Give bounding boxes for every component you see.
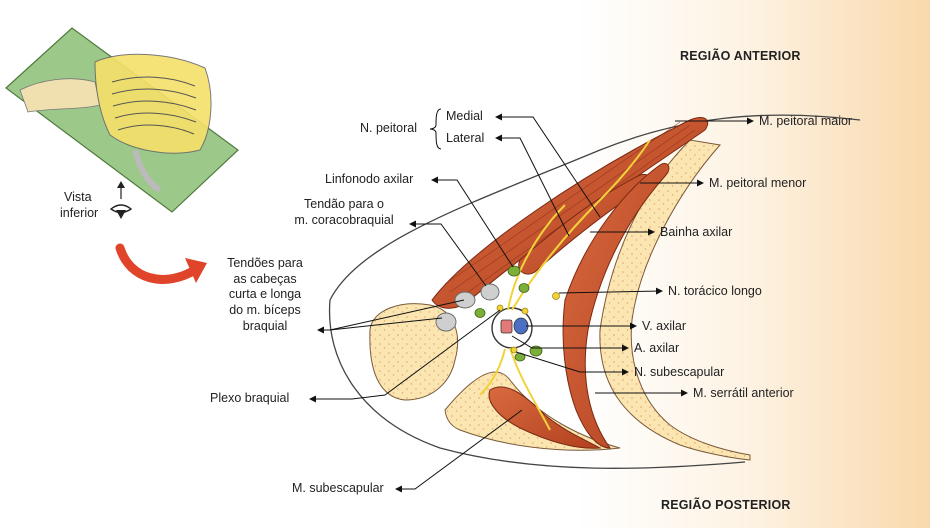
header-anterior: REGIÃO ANTERIOR: [680, 49, 801, 63]
leader-coracobraquial: [409, 220, 487, 287]
label-peitoral-maior: M. peitoral maior: [759, 114, 853, 128]
arrow-up-icon: [117, 181, 125, 199]
leader-a-axilar: [511, 335, 629, 352]
thumbnail-lower-torso: [132, 149, 162, 193]
view-text-block: Vista inferior: [60, 190, 104, 221]
label-toracico-longo: N. torácico longo: [668, 284, 762, 298]
brace-n-peitoral: [429, 108, 442, 150]
label-biceps-line-1: Tendões para: [227, 256, 303, 270]
label-peitoral-menor: M. peitoral menor: [709, 176, 807, 190]
label-v-axilar: V. axilar: [642, 319, 687, 333]
axillary-artery-shape: [500, 319, 513, 334]
tendons: [435, 283, 500, 332]
label-biceps-line-3: curta e longa: [228, 287, 302, 302]
label-m-subescapular: M. subescapular: [292, 481, 384, 495]
label-n-subescapular: N. subescapular: [634, 365, 725, 379]
nerve-dot-1: [496, 304, 504, 312]
leader-subescapular-m: [395, 409, 523, 493]
label-biceps-line-5: braquial: [242, 318, 288, 333]
view-text-inferior: inferior: [60, 205, 99, 220]
label-bainha-axilar: Bainha axilar: [660, 225, 733, 239]
thumbnail-body-illustration: [5, 27, 239, 213]
label-tendoes-biceps: Tendões para as cabeças curta e longa do…: [214, 256, 316, 334]
label-medial: Medial: [446, 109, 483, 123]
leader-toracico: [558, 287, 663, 295]
header-posterior: REGIÃO POSTERIOR: [661, 498, 791, 512]
label-serratil-anterior: M. serrátil anterior: [693, 386, 794, 400]
leader-n-subescapular: [515, 351, 629, 376]
leader-lines: [309, 108, 754, 493]
label-n-peitoral: N. peitoral: [360, 121, 417, 135]
label-lateral: Lateral: [446, 131, 485, 145]
skin-outline-lower: [328, 299, 746, 469]
thumbnail-ribs: [111, 76, 197, 135]
leader-plexo: [309, 309, 501, 403]
leader-biceps-short: [329, 299, 465, 331]
curved-red-arrow-head: [185, 258, 207, 283]
label-tendao-coracobraquial: Tendão para o m. coracobraquial: [282, 197, 406, 228]
axillary-vein-shape: [513, 317, 529, 335]
leader-medial: [495, 113, 601, 218]
long-thoracic-nerve-shape: [552, 292, 560, 300]
skin-outline-upper: [329, 114, 861, 301]
label-plexo-braquial: Plexo braquial: [210, 391, 290, 405]
leader-linfonodo: [431, 176, 514, 268]
label-a-axilar: A. axilar: [634, 341, 680, 355]
nerves: [479, 139, 651, 431]
nerve-dot-3: [510, 346, 518, 354]
label-linfonodo-axilar: Linfonodo axilar: [325, 172, 414, 186]
leader-lateral: [495, 134, 570, 237]
cross-section: [328, 114, 861, 469]
view-text-vista: Vista: [64, 190, 92, 204]
label-tendao-line-1: Tendão para o: [304, 197, 384, 211]
label-biceps-line-4: do m. bíceps: [229, 302, 301, 317]
curved-red-arrow: [115, 243, 200, 284]
nerve-dot-2: [521, 307, 529, 315]
subscapularis: [488, 386, 602, 449]
label-biceps-line-2: as cabeças: [233, 271, 297, 286]
serratus-anterior: [562, 162, 670, 449]
eye-icon: [109, 204, 133, 219]
humerus: [369, 303, 459, 401]
label-tendao-line-2: m. coracobraquial: [294, 212, 394, 227]
